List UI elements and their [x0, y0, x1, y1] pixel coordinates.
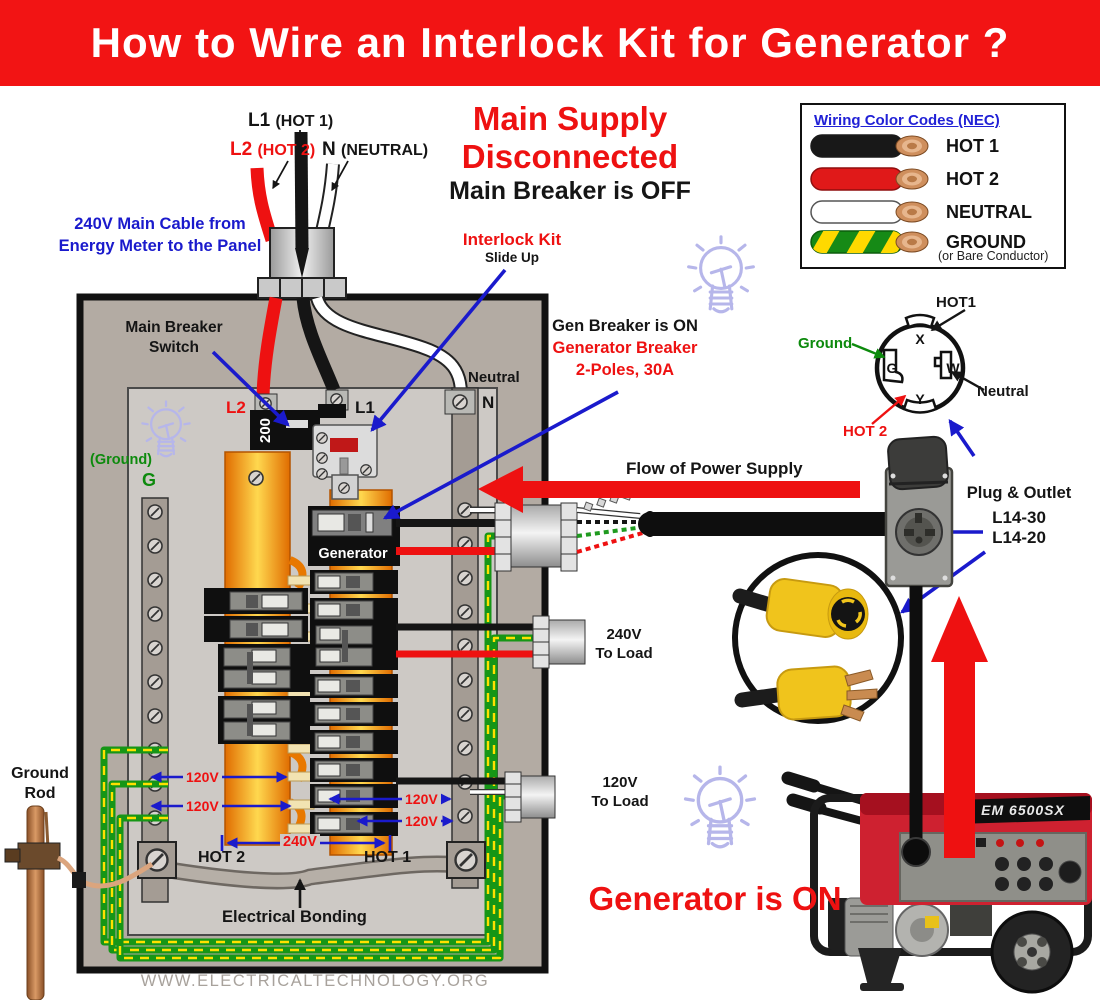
generator-breaker-label: Generator	[318, 546, 388, 562]
main-cable-note: 240V Main Cable from Energy Meter to the…	[58, 215, 262, 255]
volt-240-label: 240V	[280, 834, 320, 851]
load-240v-label: 240V To Load	[595, 626, 653, 662]
inlet-outlet-box	[884, 435, 954, 588]
plug-closeup-circle	[732, 552, 904, 724]
pinout-hot1-label: HOT1	[936, 294, 977, 311]
interlock-kit-note: Interlock Kit Slide Up	[462, 230, 562, 265]
label-n-neutral: N (NEUTRAL)	[322, 139, 429, 160]
generator-breaker: Generator	[308, 506, 400, 566]
main-supply-status: Main Supply Disconnected Main Breaker is…	[449, 100, 691, 205]
wire-swatch-red-icon	[810, 167, 929, 191]
generator-cord	[576, 490, 900, 554]
pin-x-label: X	[915, 331, 925, 347]
legend-row-neutral: NEUTRAL	[810, 199, 1032, 225]
legend-row-hot2: HOT 2	[810, 166, 999, 192]
main-cable-connector	[494, 502, 578, 572]
neutral-bus-bar	[451, 387, 479, 889]
volt-120-label: 120V	[183, 769, 222, 786]
branch-breakers-left	[204, 588, 310, 744]
color-codes-title[interactable]: Wiring Color Codes (NEC)	[814, 112, 1000, 129]
panel-hot2-label: HOT 2	[198, 849, 246, 866]
label-l2-hot2: L2 (HOT 2)	[230, 139, 316, 160]
legend-row-hot1: HOT 1	[810, 133, 999, 159]
branch-breakers-right	[310, 570, 398, 836]
flow-of-power-arrow	[478, 466, 860, 513]
pinout-neutral-label: Neutral	[977, 383, 1029, 400]
legend-label-hot1: HOT 1	[946, 135, 1000, 156]
main-breaker-rating: 200	[257, 418, 274, 443]
l14-pinout-diagram: X W G Y	[851, 308, 985, 425]
volt-120-label: 120V	[402, 791, 441, 808]
panel-g-label: G	[142, 470, 157, 490]
footer-url: WWW.ELECTRICALTECHNOLOGY.ORG	[140, 972, 490, 990]
panel-n-label: N	[482, 393, 495, 412]
title-banner: How to Wire an Interlock Kit for Generat…	[0, 0, 1100, 86]
ground-rod-label: Ground Rod	[11, 765, 69, 802]
volt-120-label: 120V	[183, 798, 222, 815]
main-breaker: 200	[250, 389, 476, 450]
240v-load-connector	[532, 615, 586, 669]
pin-y-label: Y	[915, 391, 925, 407]
lightbulb-icon	[687, 235, 755, 314]
main-breaker-switch-note: Main Breaker Switch	[125, 319, 223, 356]
gen-breaker-note: Gen Breaker is ON Generator Breaker 2-Po…	[552, 317, 698, 379]
load-120v-label: 120V To Load	[591, 774, 649, 810]
legend-label-neutral: NEUTRAL	[946, 201, 1032, 222]
color-codes-legend: Wiring Color Codes (NEC) HOT 1 HOT 2 NEU…	[800, 103, 1066, 269]
electrical-bonding-label: Electrical Bonding	[222, 908, 367, 926]
outlet-flip-lid	[887, 435, 949, 491]
panel-hot1-label: HOT 1	[364, 849, 412, 866]
legend-label-hot2: HOT 2	[946, 168, 1000, 189]
outlet-to-generator-cord	[901, 586, 931, 867]
pinout-hot2-label: HOT 2	[843, 423, 888, 440]
pin-g-label: G	[887, 360, 898, 376]
generator-model-label: EM 6500SX	[981, 802, 1065, 818]
panel-ground-label: (Ground)	[90, 452, 153, 468]
legend-row-ground: GROUND	[810, 229, 1026, 255]
wire-swatch-green-yellow-icon	[810, 230, 929, 254]
flow-of-power-label: Flow of Power Supply	[626, 459, 803, 478]
ground-wires	[100, 532, 535, 962]
male-twistlock-plug	[734, 665, 878, 722]
interlock-kit-plate	[312, 424, 378, 500]
panel-l2-label: L2	[226, 398, 246, 417]
volt-120-label: 120V	[402, 813, 441, 830]
ground-bus-bar	[141, 497, 169, 903]
power-up-arrow	[931, 596, 988, 858]
panel-l1-label: L1	[355, 398, 375, 417]
panel-feed-wires	[256, 295, 468, 397]
page-title: How to Wire an Interlock Kit for Generat…	[90, 19, 1010, 66]
service-entrance-cable	[250, 130, 349, 299]
120v-load-connector	[504, 771, 556, 823]
wire-swatch-black-icon	[810, 134, 929, 158]
female-twistlock-plug	[732, 578, 869, 640]
generator-on-status: Generator is ON	[588, 880, 842, 917]
ground-rod-graphic	[4, 805, 154, 1000]
wire-swatch-white-icon	[810, 200, 929, 224]
pinout-ground-label: Ground	[798, 335, 853, 352]
label-l1-hot1: L1 (HOT 1)	[248, 110, 334, 131]
panel-neutral-label: Neutral	[468, 369, 520, 386]
plug-outlet-note: Plug & Outlet L14-30 L14-20	[966, 484, 1072, 547]
lightbulb-icon	[683, 765, 757, 849]
bonding-strap	[137, 841, 486, 890]
legend-ground-sub: (or Bare Conductor)	[938, 249, 1049, 263]
legend-label-ground: GROUND	[946, 231, 1026, 252]
